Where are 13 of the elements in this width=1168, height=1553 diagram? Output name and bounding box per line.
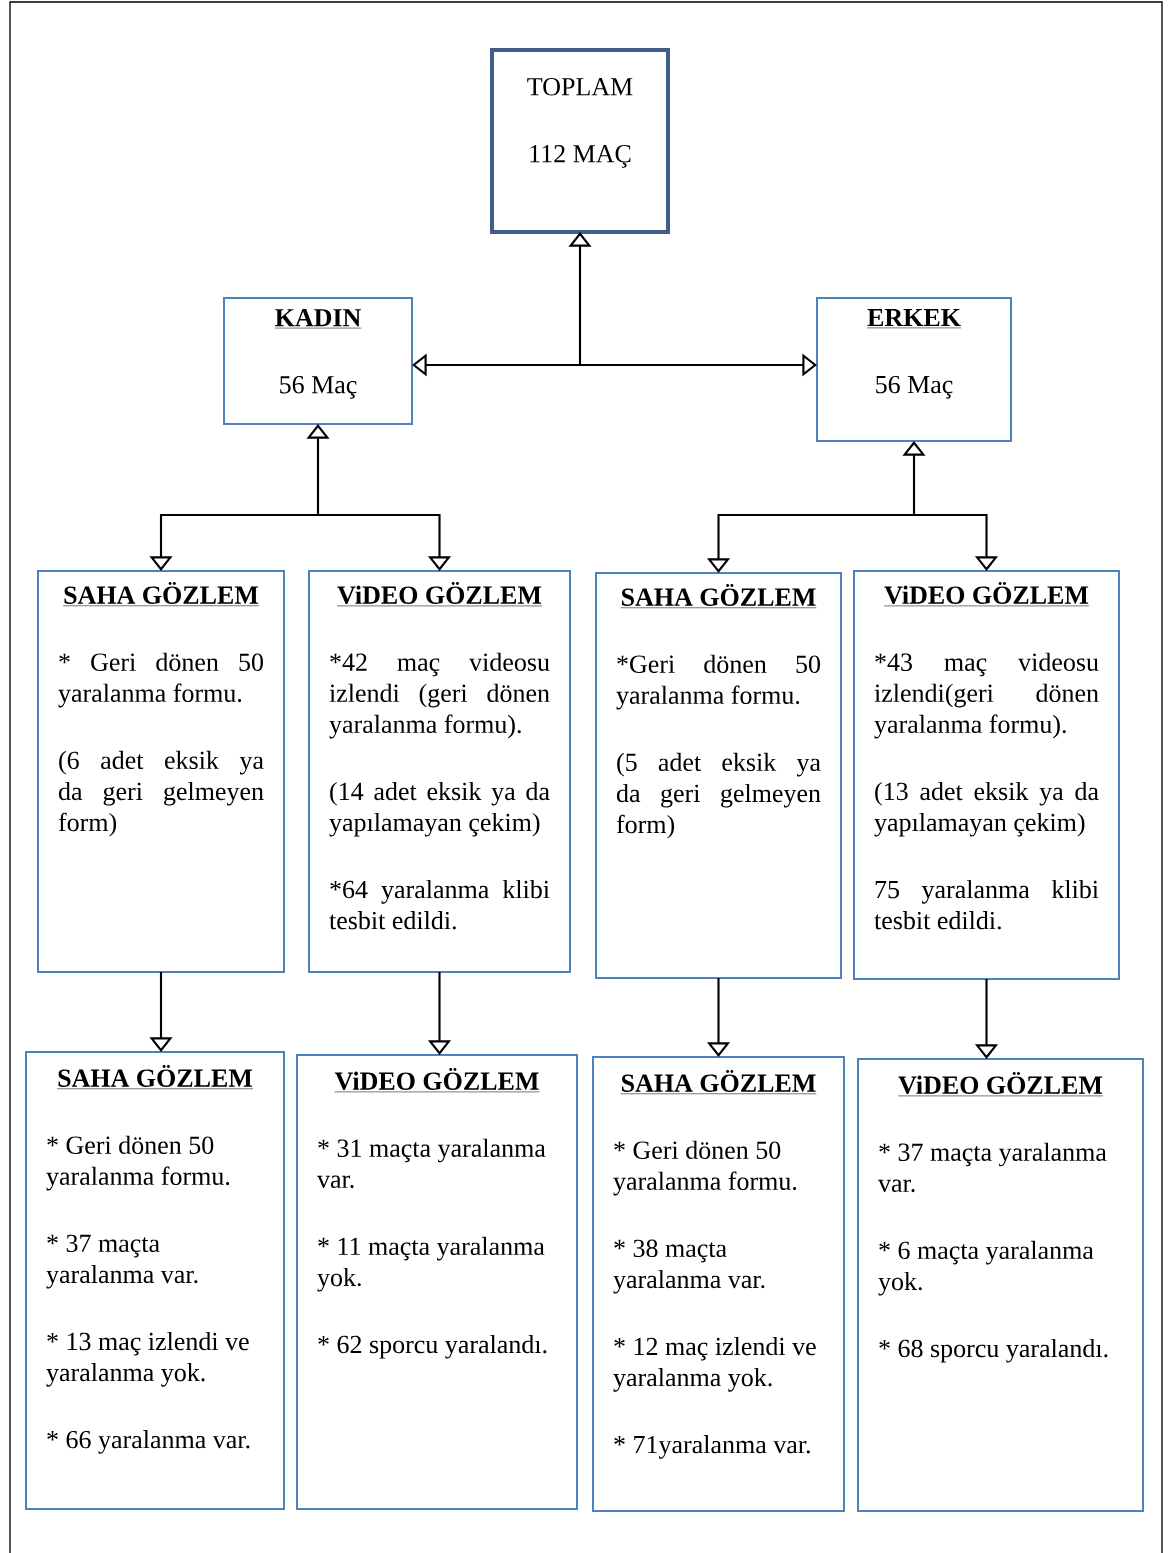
observation-box: ViDEO GÖZLEM *42 maç videosu izlendi (geri dönen yaralanma formu). (14 adet eksik ya da yapılamayan çekim) *64 yaralanma klibi tesbit edildi. [308,570,571,973]
block-arrow [914,513,999,571]
result-box: SAHA GÖZLEM * Geri dönen 50 yaralanma formu. * 37 maçta yaralanma var. * 13 maç izlendi ve yaralanma yok. * 66 yaralanma var. [25,1051,285,1510]
result-box: ViDEO GÖZLEM * 37 maçta yaralanma var. * 6 maçta yaralanma yok. * 68 sporcu yaralandı. [857,1058,1144,1512]
observation-box: SAHA GÖZLEM * Geri dönen 50 yaralanma formu. (6 adet eksik ya da geri gelmeyen form) [37,570,285,973]
result-box: SAHA GÖZLEM * Geri dönen 50 yaralanma formu. * 38 maçta yaralanma var. * 12 maç izlendi ve yaralanma yok. * 71yaralanma var. [592,1056,845,1512]
block-arrow [318,513,452,571]
group-box: KADIN 56 Maç [223,297,413,425]
observation-box: SAHA GÖZLEM *Geri dönen 50 yaralanma formu. (5 adet eksik ya da geri gelmeyen form) [595,572,842,979]
group-box: ERKEK 56 Maç [816,297,1012,442]
result-box: ViDEO GÖZLEM * 31 maçta yaralanma var. * 11 maçta yaralanma yok. * 62 sporcu yaralandı. [296,1054,578,1510]
total-box: TOPLAM 112 MAÇ [490,48,670,234]
observation-box: ViDEO GÖZLEM *43 maç videosu izlendi(geri dönen yaralanma formu). (13 adet eksik ya da yapılamayan çekim) 75 yaralanma klibi tesbit edildi. [853,570,1120,980]
